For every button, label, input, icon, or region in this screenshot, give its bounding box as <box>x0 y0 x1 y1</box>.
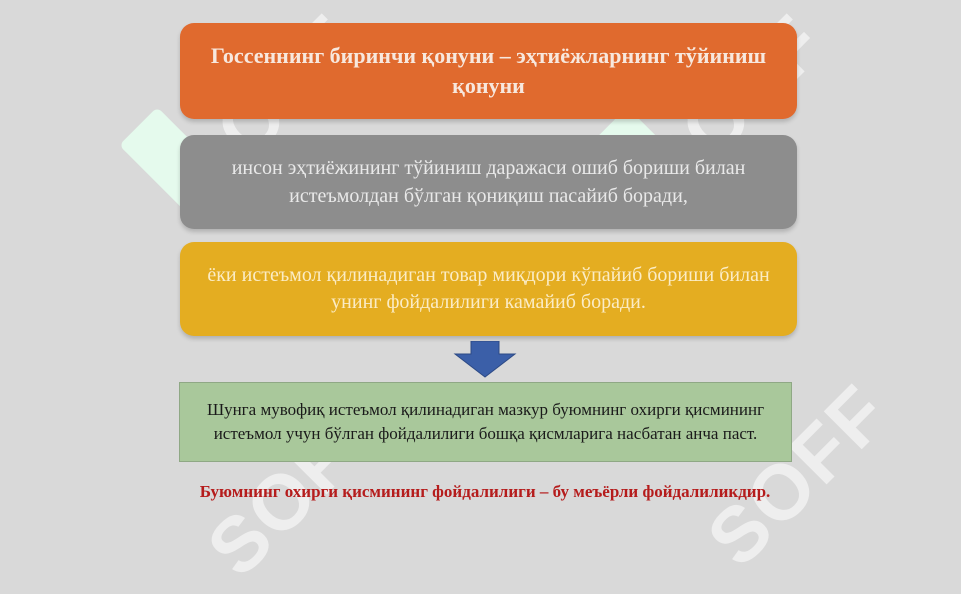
diagram-title: Госсеннинг биринчи қонуни – эҳтиёжларнин… <box>210 43 767 98</box>
result-box: Шунга мувофиқ истеъмол қилинадиган мазку… <box>179 382 792 462</box>
result-text: Шунга мувофиқ истеъмол қилинадиган мазку… <box>206 400 765 443</box>
down-arrow-icon <box>453 341 517 378</box>
statement-1-text: инсон эҳтиёжининг тўйиниш даражаси ошиб … <box>231 157 746 207</box>
conclusion-text: Буюмнинг охирги қисмининг фойдалилиги – … <box>199 482 771 501</box>
title-box: Госсеннинг биринчи қонуни – эҳтиёжларнин… <box>180 23 797 119</box>
statement-box-2: ёки истеъмол қилинадиган товар миқдори к… <box>180 242 797 336</box>
statement-box-1: инсон эҳтиёжининг тўйиниш даражаси ошиб … <box>180 135 797 229</box>
statement-2-text: ёки истеъмол қилинадиган товар миқдори к… <box>207 264 770 313</box>
